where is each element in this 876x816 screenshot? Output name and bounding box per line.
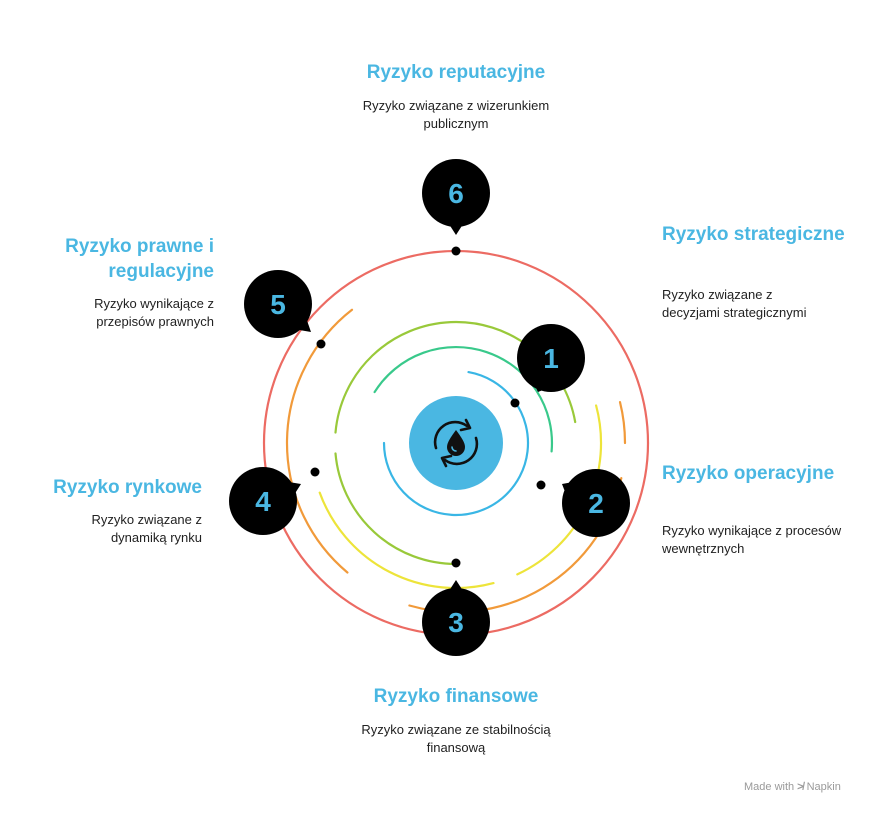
watermark-prefix: Made with — [744, 781, 795, 793]
marker-3-number: 3 — [448, 607, 464, 638]
marker-1: 1 — [510, 324, 585, 408]
ring-1-arc-1 — [382, 371, 530, 517]
risk-6-title: Ryzyko reputacyjne — [366, 62, 546, 83]
risk-2-description: Ryzyko wynikające z procesów wewnętrznyc… — [662, 523, 842, 556]
marker-5: 5 — [244, 270, 326, 349]
marker-2-bubble — [562, 469, 630, 537]
marker-3-dot — [451, 558, 461, 568]
marker-1-number: 1 — [543, 343, 559, 374]
ring-5-arc-1 — [618, 401, 627, 445]
marker-1-bubble — [517, 324, 585, 392]
marker-6-dot — [451, 246, 461, 256]
risk-1-title: Ryzyko strategiczne — [662, 224, 845, 245]
marker-4: 4 — [229, 467, 320, 535]
risk-1-description: Ryzyko związane z decyzjami strategiczny… — [662, 287, 807, 320]
marker-1-dot — [510, 398, 520, 408]
cycle-drop-icon — [433, 418, 479, 468]
marker-2: 2 — [536, 469, 630, 537]
napkin-logo-icon: ≯ — [797, 781, 804, 793]
marker-6: 6 — [422, 159, 490, 256]
marker-6-number: 6 — [448, 178, 464, 209]
marker-4-number: 4 — [255, 486, 271, 517]
risk-3-title: Ryzyko finansowe — [373, 686, 539, 707]
risk-3-description: Ryzyko związane ze stabilnością finansow… — [361, 722, 551, 755]
ring-6-arc-1 — [262, 249, 650, 637]
ring-2-arc-1 — [373, 345, 554, 453]
ring-6-arc-2 — [458, 441, 650, 637]
marker-4-bubble — [229, 467, 297, 535]
risk-4-title: Ryzyko rynkowe — [53, 477, 202, 498]
ring-3-arc-1 — [334, 452, 458, 566]
marker-4-dot — [310, 467, 320, 477]
risk-4-description: Ryzyko związane z dynamiką rynku — [91, 512, 202, 545]
marker-6-bubble — [422, 159, 490, 227]
marker-2-number: 2 — [588, 488, 604, 519]
risk-6-description: Ryzyko związane z wizerunkiem publicznym — [362, 98, 550, 131]
marker-3: 3 — [422, 558, 490, 656]
marker-2-dot — [536, 480, 546, 490]
ring-4-arc-2 — [318, 491, 495, 590]
marker-5-bubble — [244, 270, 312, 338]
risk-5-description: Ryzyko wynikające z przepisów prawnych — [94, 296, 214, 329]
marker-3-bubble — [422, 588, 490, 656]
risk-2-title: Ryzyko operacyjne — [662, 463, 835, 484]
watermark: Made with≯Napkin — [744, 781, 841, 793]
watermark-brand: Napkin — [806, 781, 841, 793]
marker-5-dot — [316, 339, 326, 349]
marker-5-number: 5 — [270, 289, 286, 320]
risk-5-title: Ryzyko prawne i regulacyjne — [65, 236, 214, 282]
